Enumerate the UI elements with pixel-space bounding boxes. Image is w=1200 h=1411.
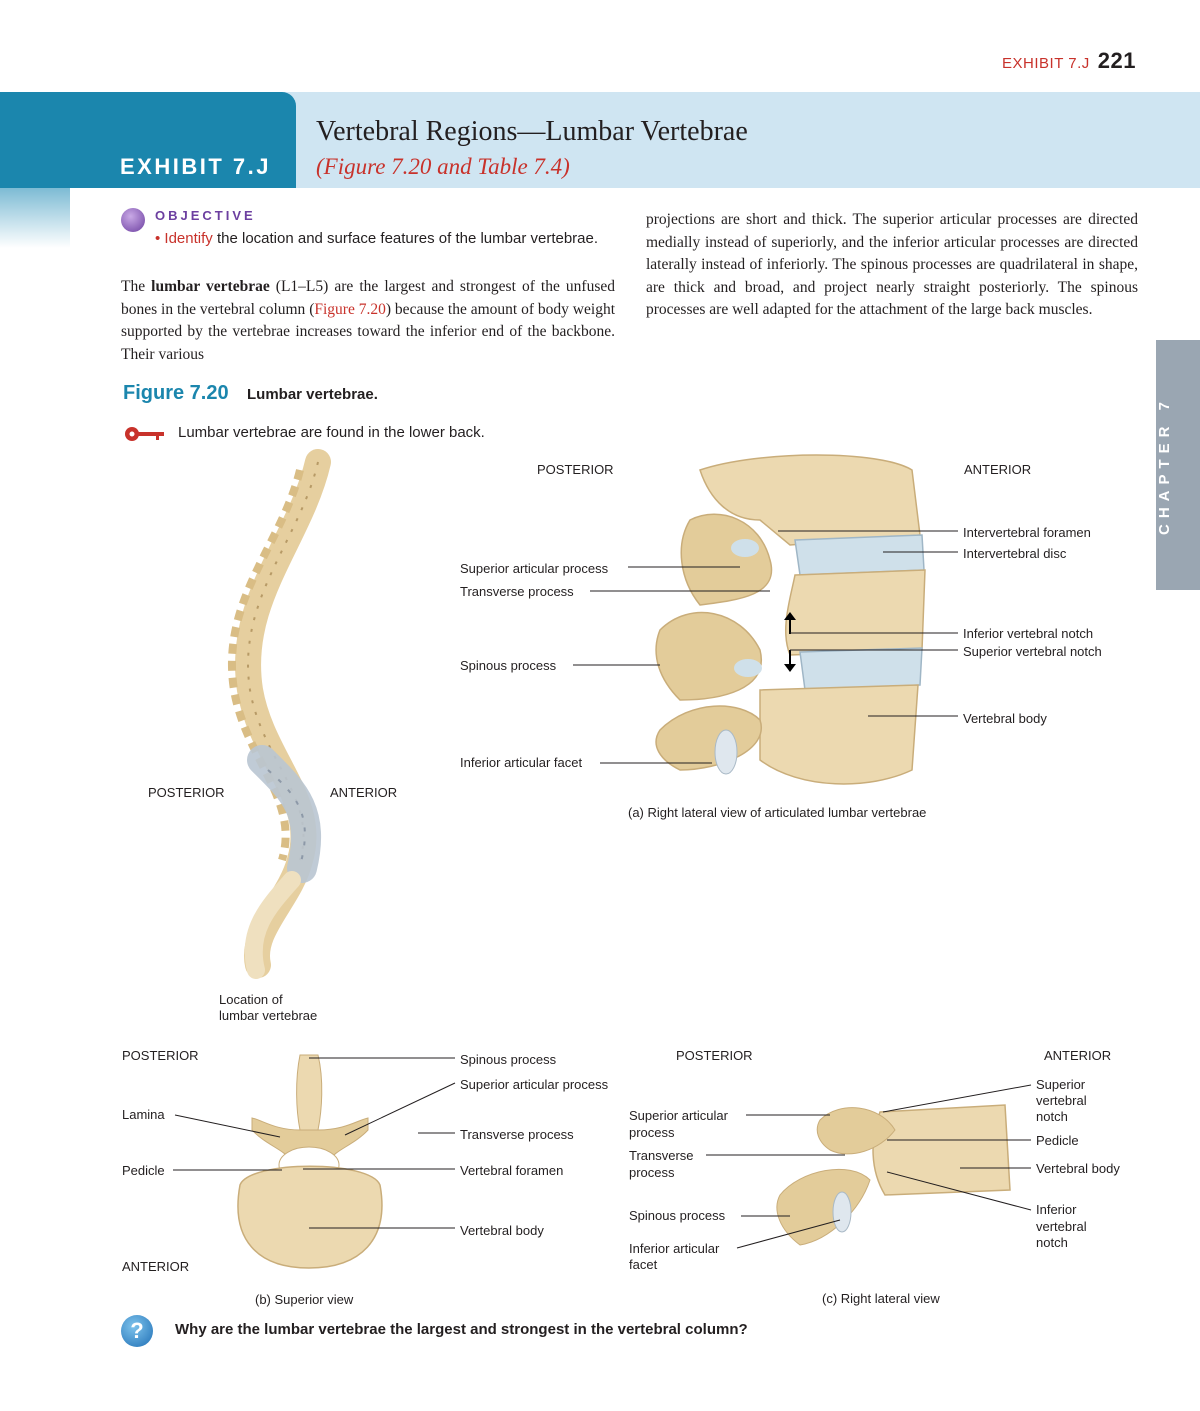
term-lumbar-vertebrae: lumbar vertebrae [151,278,270,295]
label-transverse-process: Transverse process [460,584,574,599]
objective-text: the location and surface features of the… [212,230,599,247]
label-c-superior-articular-2: process [629,1125,675,1140]
superior-view-illustration [237,1054,383,1269]
label-inferior-vertebral-notch: Inferior vertebral notch [963,626,1094,641]
figure-caption: Lumbar vertebrae. [247,386,378,403]
label-c-superior-notch-3: notch [1036,1109,1068,1124]
page-number: 221 [1097,48,1136,73]
label-c-superior-notch-2: vertebral [1036,1093,1087,1108]
panel-a-anterior-label: ANTERIOR [964,462,1032,477]
running-head: EXHIBIT 7.J 221 [1002,48,1136,74]
label-spinous-process: Spinous process [460,658,557,673]
lateral-articulated-illustration [655,454,926,785]
exhibit-tab [0,92,296,188]
figure-reference-link[interactable]: Figure 7.20 [314,300,386,318]
spine-caption-line1: Location of [219,992,283,1007]
label-b-vertebral-foramen: Vertebral foramen [460,1163,564,1178]
objective-heading: OBJECTIVE [155,208,256,223]
label-c-superior-notch-1: Superior [1036,1077,1086,1092]
panel-b-posterior-label: POSTERIOR [122,1048,199,1063]
label-c-pedicle: Pedicle [1036,1133,1079,1148]
label-b-spinous-process: Spinous process [460,1052,557,1067]
label-superior-vertebral-notch: Superior vertebral notch [963,644,1102,659]
label-c-inferior-notch-3: notch [1036,1235,1068,1250]
label-c-transverse-1: Transverse [629,1148,694,1163]
body-paragraph-right: projections are short and thick. The sup… [646,211,1138,318]
label-c-inferior-notch-2: vertebral [1036,1219,1087,1234]
label-intervertebral-disc: Intervertebral disc [963,546,1067,561]
label-vertebral-body: Vertebral body [963,711,1047,726]
objective-bullet: • Identify the location and surface feat… [155,230,599,247]
label-c-vertebral-body: Vertebral body [1036,1161,1120,1176]
exhibit-label: EXHIBIT 7.J [120,154,271,179]
label-c-superior-articular-1: Superior articular [629,1108,728,1123]
objective-verb: Identify [164,230,213,247]
panel-b-caption: (b) Superior view [255,1292,354,1307]
label-lamina: Lamina [122,1107,165,1122]
chapter-tab [1156,340,1200,590]
label-c-transverse-2: process [629,1165,675,1180]
figure-number: Figure 7.20 [123,382,229,404]
key-icon [125,427,164,441]
key-concept-text: Lumbar vertebrae are found in the lower … [178,424,485,441]
label-c-inferior-notch-1: Inferior [1036,1202,1077,1217]
panel-a-posterior-label: POSTERIOR [537,462,614,477]
label-c-inferior-articular-1: Inferior articular [629,1241,720,1256]
page-title: Vertebral Regions—Lumbar Vertebrae [316,116,748,147]
page-subtitle: (Figure 7.20 and Table 7.4) [316,154,570,179]
label-b-superior-articular-process: Superior articular process [460,1077,609,1092]
running-head-exhibit: EXHIBIT 7.J [1002,55,1090,72]
spine-posterior-label: POSTERIOR [148,785,225,800]
label-b-vertebral-body: Vertebral body [460,1223,544,1238]
label-intervertebral-foramen: Intervertebral foramen [963,525,1091,540]
panel-b-anterior-label: ANTERIOR [122,1259,190,1274]
spine-illustration [228,449,331,979]
review-question: Why are the lumbar vertebrae the largest… [175,1321,748,1338]
label-b-transverse-process: Transverse process [460,1127,574,1142]
panel-c-caption: (c) Right lateral view [822,1291,940,1306]
panel-c-anterior-label: ANTERIOR [1044,1048,1112,1063]
label-inferior-articular-facet: Inferior articular facet [460,755,583,770]
panel-a-caption: (a) Right lateral view of articulated lu… [628,805,927,820]
spine-caption-line2: lumbar vertebrae [219,1008,318,1023]
tab-fade [0,188,70,248]
body-paragraph-left: The lumbar vertebrae (L1–L5) are the lar… [121,278,615,363]
label-c-inferior-articular-2: facet [629,1257,658,1272]
question-icon: ? [121,1315,153,1347]
spine-anterior-label: ANTERIOR [330,785,398,800]
panel-c-posterior-label: POSTERIOR [676,1048,753,1063]
label-superior-articular-process: Superior articular process [460,561,609,576]
objective-icon [121,208,145,232]
right-lateral-illustration [776,1104,1011,1246]
leader-lines [173,530,1032,1249]
label-pedicle: Pedicle [122,1163,165,1178]
label-c-spinous-process: Spinous process [629,1208,726,1223]
